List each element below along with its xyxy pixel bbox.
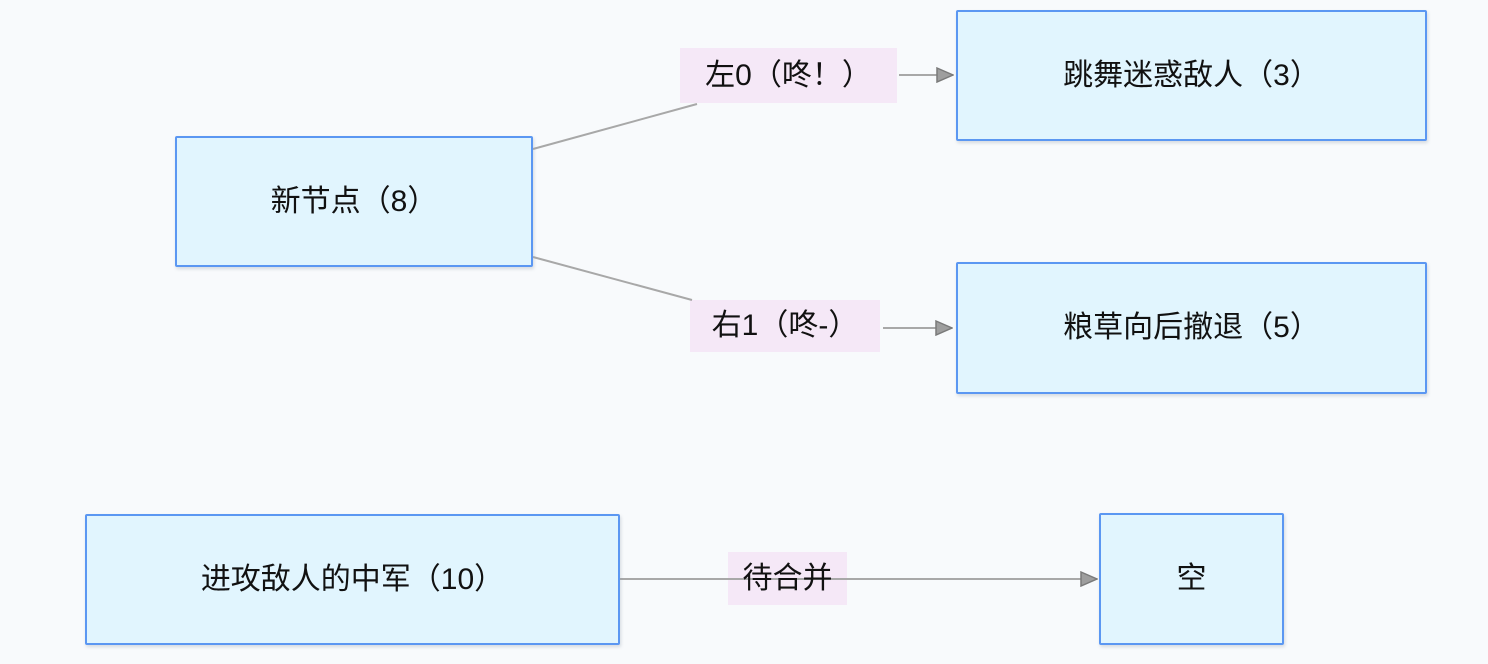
- node-new-node-label: 新节点（8）: [270, 184, 438, 218]
- edge-label-left0-text: 左0（咚！）: [705, 58, 872, 92]
- edge-label-bg-right1: [690, 300, 880, 352]
- node-dance-confuse-label: 跳舞迷惑敌人（3）: [1063, 58, 1320, 92]
- node-empty[interactable]: 空: [1099, 513, 1284, 645]
- edge-label-bg-left0: [680, 48, 897, 103]
- edge-label-right1-text: 右1（咚-）: [711, 309, 859, 342]
- node-empty-label: 空: [1176, 562, 1207, 595]
- node-new-node[interactable]: 新节点（8）: [175, 136, 533, 267]
- edge-label-merge[interactable]: 待合并: [728, 552, 847, 605]
- node-attack-center[interactable]: 进攻敌人的中军（10）: [85, 514, 620, 645]
- node-supplies-retreat-label: 粮草向后撤退（5）: [1063, 311, 1320, 344]
- edge-label-left0[interactable]: 左0（咚！）: [680, 48, 897, 103]
- edge-line-left0-segment: [532, 103, 698, 150]
- edge-line-right1-segment: [532, 256, 693, 301]
- edge-label-merge-text: 待合并: [742, 561, 833, 595]
- node-attack-center-label: 进攻敌人的中军（10）: [200, 562, 505, 596]
- node-dance-confuse[interactable]: 跳舞迷惑敌人（3）: [956, 10, 1427, 141]
- edge-label-right1[interactable]: 右1（咚-）: [690, 300, 880, 352]
- node-supplies-retreat[interactable]: 粮草向后撤退（5）: [956, 262, 1427, 394]
